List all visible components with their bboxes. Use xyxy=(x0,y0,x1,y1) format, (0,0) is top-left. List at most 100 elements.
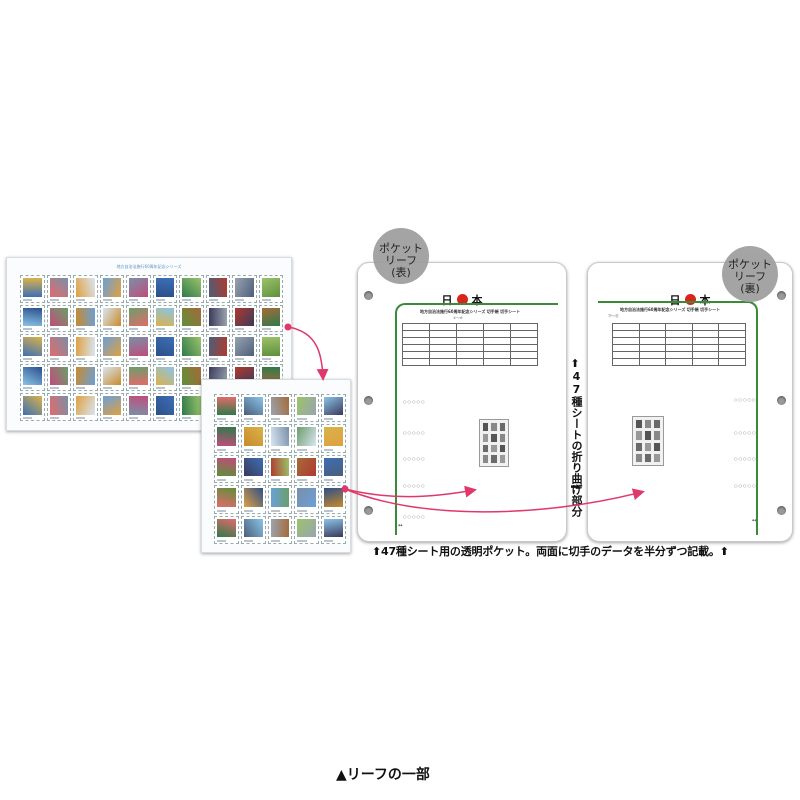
stamp xyxy=(214,394,239,423)
thumbnail-stamp xyxy=(644,430,652,441)
stamp xyxy=(152,363,177,392)
thumbnail-stamp xyxy=(482,454,490,464)
zoom-arrow xyxy=(287,326,329,381)
number-dots: ○○○○○ xyxy=(403,456,426,461)
rising-sun-icon xyxy=(684,294,696,305)
stamp xyxy=(179,393,204,421)
stamp xyxy=(214,515,239,544)
fold-label: 47種シートの折り曲げ部分 xyxy=(570,370,583,517)
stamp xyxy=(20,363,45,392)
stamp xyxy=(267,485,293,514)
thumbnail-stamp xyxy=(490,422,498,432)
leaf-sheet-subtitle: ⑪〜㉑ xyxy=(608,314,619,318)
stamp xyxy=(99,363,124,392)
binder-hole xyxy=(364,506,373,515)
badge-line: リーフ xyxy=(733,270,767,283)
stamp xyxy=(267,515,293,544)
number-dots: ○○○○○ xyxy=(734,397,757,402)
stamp xyxy=(267,424,293,453)
stamp xyxy=(294,394,320,423)
leaf-sheet-title: 地方自治法施行60周年記念シリーズ 切手帳 切手シート xyxy=(620,307,721,312)
stamp xyxy=(179,363,204,392)
badge-line: ポケット xyxy=(728,258,772,271)
green-frame xyxy=(395,303,558,535)
fold-arrow-up-icon: ⬆ xyxy=(570,357,580,370)
thumbnail-stamp xyxy=(482,422,490,432)
thumbnail-stamp xyxy=(490,443,498,454)
stamp xyxy=(152,393,177,421)
stamp xyxy=(20,275,45,303)
stamp xyxy=(294,515,320,544)
leaf-back-badge: ポケット リーフ (裏) xyxy=(722,246,778,302)
stamp xyxy=(214,454,239,484)
stamp xyxy=(46,393,71,421)
number-dots: ○○○○○ xyxy=(403,399,426,404)
thumbnail-stamp xyxy=(498,443,506,454)
stamp xyxy=(99,304,124,333)
thumbnail-stamp xyxy=(498,454,506,464)
stamp xyxy=(20,304,45,333)
stamp xyxy=(152,304,177,333)
stamp xyxy=(99,334,124,362)
stamp xyxy=(46,363,71,392)
thumbnail-stamp xyxy=(635,441,643,452)
stamp-sheet-zoomed xyxy=(201,379,351,553)
sheet-thumbnail xyxy=(632,416,664,466)
stamp xyxy=(179,275,204,303)
stamp xyxy=(240,454,266,484)
stamp xyxy=(126,275,151,303)
pocket-leaf-back: 日本 地方自治法施行60周年記念シリーズ 切手帳 切手シート ⑪〜㉑ ○○○○○… xyxy=(587,262,793,542)
stamp xyxy=(20,393,45,421)
stamp xyxy=(240,394,266,423)
binder-hole xyxy=(777,291,786,300)
number-dots: ○○○○○ xyxy=(403,430,426,435)
stamp xyxy=(46,275,71,303)
badge-line: リーフ xyxy=(384,254,418,267)
stamp xyxy=(179,334,204,362)
stamp xyxy=(258,304,283,333)
green-frame xyxy=(598,301,758,535)
stamp xyxy=(214,424,239,453)
thumbnail-stamp xyxy=(490,432,498,443)
badge-line: (表) xyxy=(391,266,411,279)
stamp xyxy=(294,485,320,514)
stamp xyxy=(179,304,204,333)
stamp xyxy=(126,334,151,362)
thumbnail-stamp xyxy=(635,430,643,441)
stamp xyxy=(46,334,71,362)
stamp xyxy=(232,304,257,333)
stamp xyxy=(73,275,98,303)
number-dots: ○○○○○ xyxy=(734,456,757,461)
stamp xyxy=(73,304,98,333)
thumbnail-stamp xyxy=(498,432,506,443)
stamp xyxy=(258,334,283,362)
stamp xyxy=(267,394,293,423)
stamp xyxy=(73,393,98,421)
stamp xyxy=(232,275,257,303)
stamp xyxy=(205,275,230,303)
binder-hole xyxy=(364,396,373,405)
stamp-sheet-full: 地方自治法施行60周年記念シリーズ xyxy=(6,257,292,431)
stamp-sheet-title: 地方自治法施行60周年記念シリーズ xyxy=(116,264,182,269)
number-dots: ○○○○○ xyxy=(403,483,426,488)
stamp xyxy=(294,424,320,453)
stamp xyxy=(205,334,230,362)
binder-hole xyxy=(777,506,786,515)
thumbnail-stamp xyxy=(498,422,506,432)
thumbnail-stamp xyxy=(653,430,661,441)
badge-line: ポケット xyxy=(379,242,423,255)
thumbnail-stamp xyxy=(635,419,643,430)
stamp xyxy=(240,515,266,544)
stamp xyxy=(73,334,98,362)
country-name-japan: 日本 xyxy=(441,293,483,307)
thumbnail-stamp xyxy=(644,452,652,463)
number-dots: ○○○○○ xyxy=(734,483,757,488)
number-dots: ○○○○○ xyxy=(734,430,757,435)
stamp xyxy=(126,393,151,421)
stamp xyxy=(126,304,151,333)
page-mark: ◆◆ xyxy=(752,518,757,522)
stamp-data-table xyxy=(402,323,538,366)
stamp xyxy=(73,363,98,392)
stamp xyxy=(99,393,124,421)
thumbnail-stamp xyxy=(644,419,652,430)
